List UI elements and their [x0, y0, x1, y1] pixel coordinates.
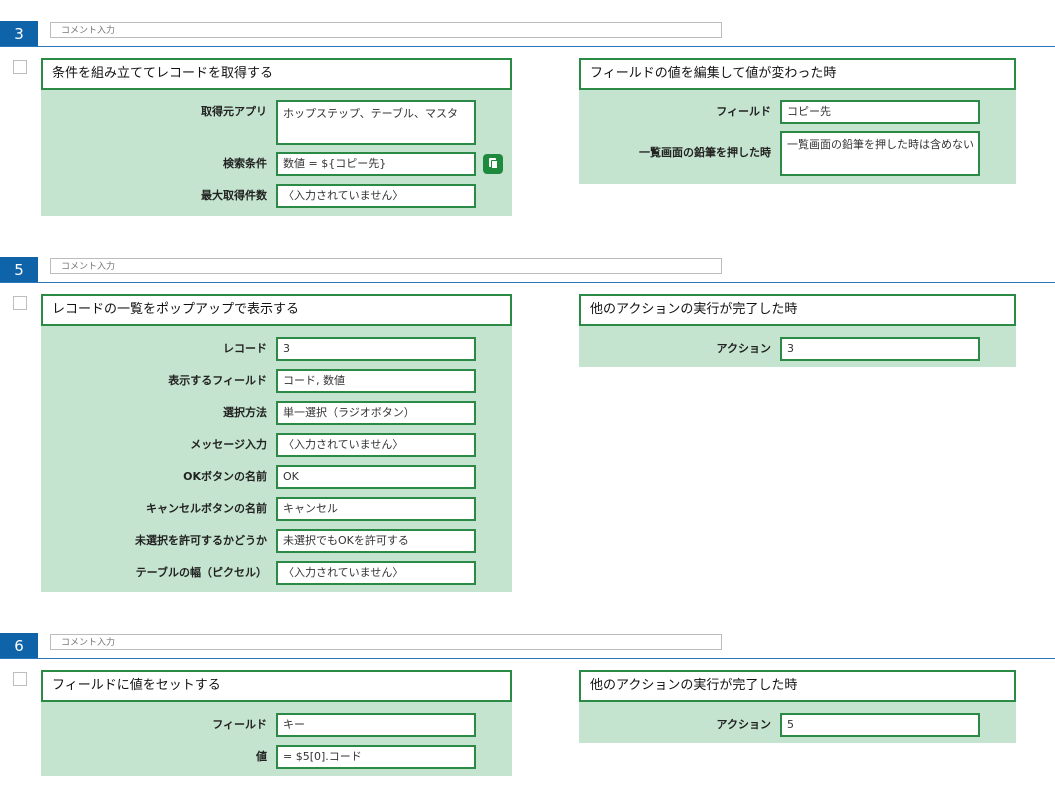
action-title: 条件を組み立ててレコードを取得する [41, 58, 512, 90]
trigger-panel: 他のアクションの実行が完了した時 アクション 3 [579, 294, 1016, 367]
param-label: 未選択を許可するかどうか [135, 534, 267, 547]
action-block-3: 3 コメント入力 条件を組み立ててレコードを取得する 取得元アプリ ホップステッ… [0, 21, 1055, 221]
comment-input[interactable]: コメント入力 [50, 22, 722, 38]
param-label: 値 [256, 750, 267, 763]
action-block-5: 5 コメント入力 レコードの一覧をポップアップで表示する レコード 3 表示する… [0, 257, 1055, 597]
param-row: フィールド コピー先 [579, 100, 1016, 124]
param-row: メッセージ入力 〈入力されていません〉 [41, 433, 512, 457]
param-row: アクション 3 [579, 337, 1016, 361]
param-value[interactable]: キャンセル [276, 497, 476, 521]
param-value[interactable]: ホップステップ、テーブル、マスタ [276, 100, 476, 145]
action-title: レコードの一覧をポップアップで表示する [41, 294, 512, 326]
trigger-title: 他のアクションの実行が完了した時 [579, 294, 1016, 326]
param-row: 一覧画面の鉛筆を押した時 一覧画面の鉛筆を押した時は含めない [579, 131, 1016, 176]
trigger-title: 他のアクションの実行が完了した時 [579, 670, 1016, 702]
param-label: 選択方法 [223, 406, 267, 419]
param-label: テーブルの幅（ピクセル） [135, 566, 267, 579]
param-value[interactable]: キー [276, 713, 476, 737]
param-row: 最大取得件数 〈入力されていません〉 [41, 184, 512, 208]
param-value[interactable]: 数値 = ${コピー先} [276, 152, 476, 176]
comment-input[interactable]: コメント入力 [50, 258, 722, 274]
param-value[interactable]: 〈入力されていません〉 [276, 433, 476, 457]
divider [0, 282, 1055, 283]
select-checkbox[interactable] [13, 60, 27, 74]
param-value[interactable]: コピー先 [780, 100, 980, 124]
param-value[interactable]: 未選択でもOKを許可する [276, 529, 476, 553]
divider [0, 46, 1055, 47]
step-number-badge: 6 [0, 633, 38, 659]
param-value[interactable]: 単一選択（ラジオボタン） [276, 401, 476, 425]
param-value[interactable]: 〈入力されていません〉 [276, 184, 476, 208]
param-value[interactable]: OK [276, 465, 476, 489]
param-row: 未選択を許可するかどうか 未選択でもOKを許可する [41, 529, 512, 553]
param-value[interactable]: コード, 数値 [276, 369, 476, 393]
copy-icon[interactable] [483, 154, 503, 174]
param-row: 取得元アプリ ホップステップ、テーブル、マスタ [41, 100, 512, 145]
param-row: テーブルの幅（ピクセル） 〈入力されていません〉 [41, 561, 512, 585]
divider [0, 658, 1055, 659]
param-row: 選択方法 単一選択（ラジオボタン） [41, 401, 512, 425]
param-value[interactable]: 〈入力されていません〉 [276, 561, 476, 585]
param-row: キャンセルボタンの名前 キャンセル [41, 497, 512, 521]
param-row: 値 = $5[0].コード [41, 745, 512, 769]
param-label: フィールド [212, 718, 267, 731]
step-number-badge: 3 [0, 21, 38, 47]
action-block-6: 6 コメント入力 フィールドに値をセットする フィールド キー 値 = $5[0… [0, 633, 1055, 783]
param-label: フィールド [716, 105, 771, 118]
param-value[interactable]: 3 [780, 337, 980, 361]
param-label: キャンセルボタンの名前 [146, 502, 267, 515]
select-checkbox[interactable] [13, 672, 27, 686]
param-row: OKボタンの名前 OK [41, 465, 512, 489]
action-panel: 条件を組み立ててレコードを取得する 取得元アプリ ホップステップ、テーブル、マス… [41, 58, 512, 216]
param-row: レコード 3 [41, 337, 512, 361]
param-value[interactable]: 5 [780, 713, 980, 737]
param-value[interactable]: = $5[0].コード [276, 745, 476, 769]
action-title: フィールドに値をセットする [41, 670, 512, 702]
param-label: 最大取得件数 [201, 189, 267, 202]
trigger-panel: 他のアクションの実行が完了した時 アクション 5 [579, 670, 1016, 743]
param-label: 一覧画面の鉛筆を押した時 [639, 146, 771, 159]
param-label: 表示するフィールド [168, 374, 267, 387]
param-row: フィールド キー [41, 713, 512, 737]
param-row: 表示するフィールド コード, 数値 [41, 369, 512, 393]
param-row: アクション 5 [579, 713, 1016, 737]
trigger-title: フィールドの値を編集して値が変わった時 [579, 58, 1016, 90]
step-number-badge: 5 [0, 257, 38, 283]
comment-input[interactable]: コメント入力 [50, 634, 722, 650]
param-label: 取得元アプリ [201, 105, 267, 118]
param-label: アクション [716, 342, 771, 355]
param-label: レコード [223, 342, 267, 355]
param-label: OKボタンの名前 [183, 470, 267, 483]
action-panel: レコードの一覧をポップアップで表示する レコード 3 表示するフィールド コード… [41, 294, 512, 592]
action-panel: フィールドに値をセットする フィールド キー 値 = $5[0].コード [41, 670, 512, 776]
param-row: 検索条件 数値 = ${コピー先} [41, 152, 512, 176]
param-label: アクション [716, 718, 771, 731]
param-label: メッセージ入力 [190, 438, 267, 451]
param-label: 検索条件 [223, 157, 267, 170]
param-value[interactable]: 3 [276, 337, 476, 361]
trigger-panel: フィールドの値を編集して値が変わった時 フィールド コピー先 一覧画面の鉛筆を押… [579, 58, 1016, 184]
select-checkbox[interactable] [13, 296, 27, 310]
param-value[interactable]: 一覧画面の鉛筆を押した時は含めない [780, 131, 980, 176]
